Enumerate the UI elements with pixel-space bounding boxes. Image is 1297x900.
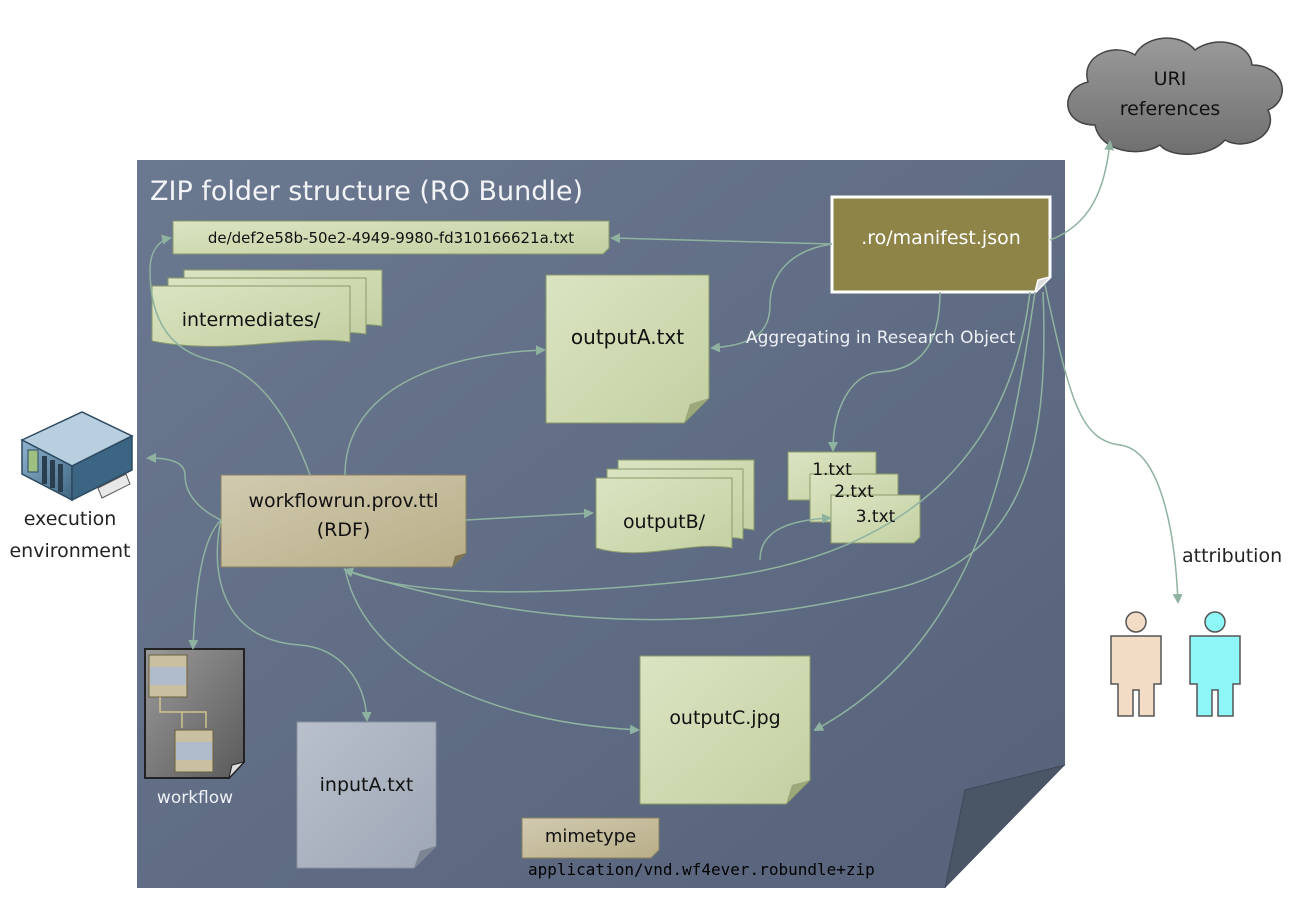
arrows <box>146 140 1183 735</box>
outputB-folder-shape <box>595 459 755 554</box>
workflow-icon <box>144 648 246 780</box>
server-icon <box>20 411 134 502</box>
person-icon-cyan <box>1189 611 1241 717</box>
outputA-shape <box>545 274 710 424</box>
manifest-shape <box>830 195 1052 294</box>
de-file-shape <box>172 220 610 255</box>
outputC-shape <box>639 655 811 805</box>
workflowrun-shape <box>220 474 467 568</box>
inputA-shape <box>296 721 437 869</box>
intermediates-folder-shape <box>151 269 383 347</box>
mimetype-shape <box>521 817 660 859</box>
txt-files-shape <box>787 451 921 544</box>
cloud-icon <box>1067 37 1283 155</box>
person-icon-beige <box>1110 611 1162 717</box>
